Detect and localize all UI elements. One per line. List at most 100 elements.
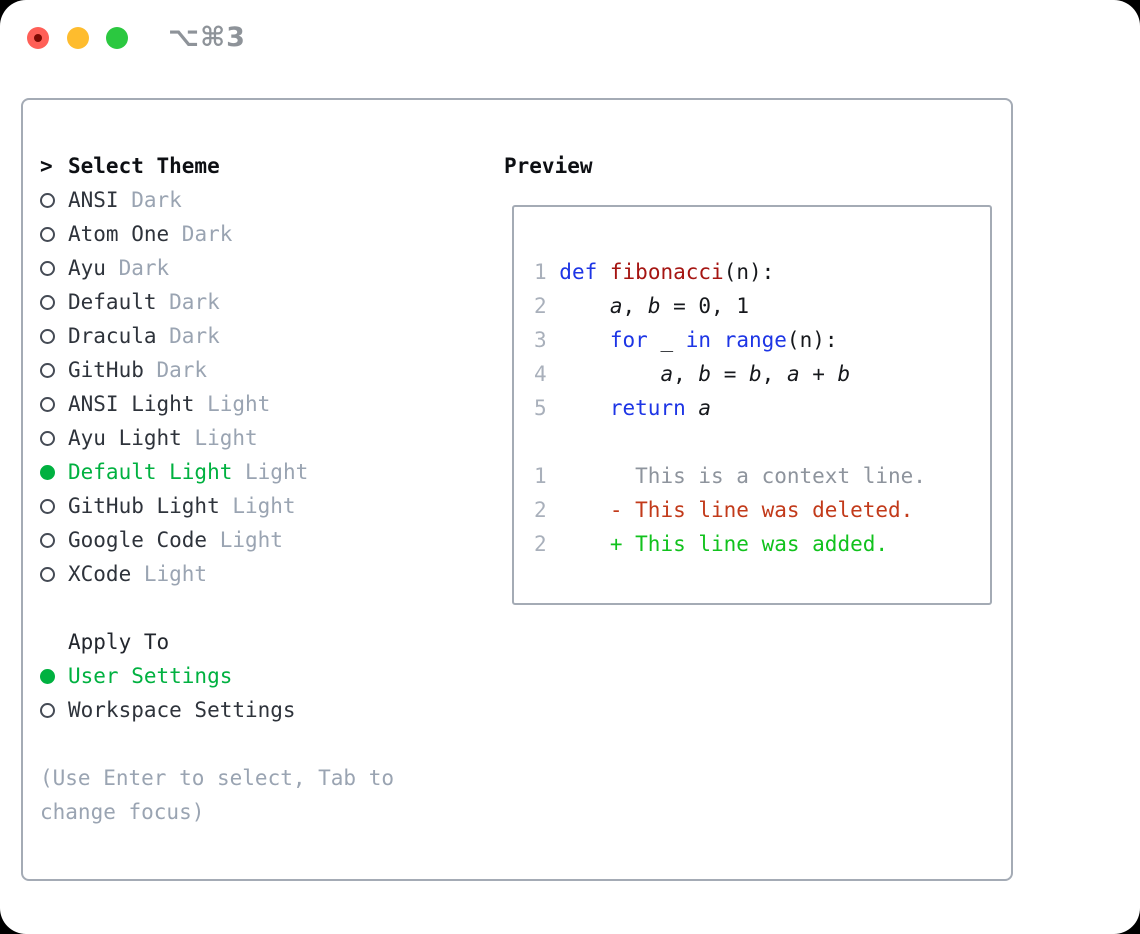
code-token: for [609,328,648,352]
theme-name: Default [68,290,157,314]
theme-option[interactable]: ANSI Light Light [40,387,394,421]
code-line: 3 for _ in range(n): [534,323,926,357]
diff-line: 2 + This line was added. [534,527,926,561]
code-token: a [698,396,712,420]
marker-column [40,260,68,276]
code-token: return [609,396,686,420]
code-token: (n): [786,328,838,352]
theme-variant: Dark [169,324,220,348]
code-token: - This line was deleted. [559,498,914,522]
theme-variant: Light [219,528,283,552]
code-token: , [761,362,787,386]
theme-name: ANSI [68,188,119,212]
code-line: 2 a, b = 0, 1 [534,289,926,323]
theme-option[interactable]: Ayu Light Light [40,421,394,455]
apply-option[interactable]: User Settings [40,659,394,693]
marker-column [40,430,68,446]
close-button[interactable] [27,27,49,49]
code-token: def [559,260,598,284]
radio-icon [40,362,55,378]
line-number: 2 [534,532,560,556]
line-number: 1 [534,260,560,284]
radio-selected-icon [40,668,55,684]
theme-variant: Light [207,392,271,416]
theme-name: Dracula [68,324,157,348]
theme-option[interactable]: GitHub Light Light [40,489,394,523]
theme-name: GitHub Light [68,494,220,518]
line-number: 5 [534,396,560,420]
code-token: fibonacci [609,260,724,284]
code-token: a [660,362,674,386]
diff-line: 2 - This line was deleted. [534,493,926,527]
theme-variant: Light [194,426,258,450]
marker-column [40,498,68,514]
theme-option[interactable]: GitHub Dark [40,353,394,387]
window-title: ⌥⌘3 [168,22,246,53]
line-number: 2 [534,294,560,318]
code-token [711,328,724,352]
titlebar: ⌥⌘3 [0,0,1140,76]
marker-column [40,668,68,684]
radio-icon [40,702,55,718]
diff-line: 1 This is a context line. [534,459,926,493]
blank-line [534,425,926,459]
theme-option[interactable]: Dracula Dark [40,319,394,353]
radio-icon [40,396,55,412]
radio-icon [40,260,55,276]
marker-column [40,294,68,310]
code-token: = 0, 1 [660,294,749,318]
code-token: (n): [723,260,775,284]
code-token: + [799,362,838,386]
marker-column [40,532,68,548]
theme-variant: Dark [169,290,220,314]
theme-list-title: Select Theme [68,154,220,178]
radio-icon [40,430,55,446]
theme-variant: Dark [156,358,208,382]
radio-icon [40,328,55,344]
line-number: 4 [534,362,560,386]
radio-icon [40,226,55,242]
radio-icon [40,532,55,548]
code-token [559,328,610,352]
code-token: a [609,294,623,318]
maximize-button[interactable] [106,27,128,49]
code-token [559,294,610,318]
theme-option[interactable]: Default Dark [40,285,394,319]
code-token: a [786,362,800,386]
theme-name: Ayu [68,256,106,280]
theme-name: ANSI Light [68,392,195,416]
theme-option[interactable]: XCode Light [40,557,394,591]
radio-icon [40,192,55,208]
line-number: 3 [534,328,560,352]
preview-title: Preview [504,154,593,178]
marker-column [40,464,68,480]
apply-option-label: User Settings [68,664,233,688]
apply-option[interactable]: Workspace Settings [40,693,394,727]
code-token: b [647,294,661,318]
theme-variant: Light [143,562,208,586]
code-token: in [685,328,712,352]
theme-name: Ayu Light [68,426,182,450]
theme-variant: Light [245,460,309,484]
theme-name: Atom One [68,222,170,246]
marker-column [40,192,68,208]
theme-option[interactable]: ANSI Dark [40,183,394,217]
theme-name: XCode [68,562,132,586]
minimize-button[interactable] [67,27,89,49]
apply-to-title: Apply To [68,630,170,654]
code-token: + This line was added. [559,532,889,556]
radio-icon [40,498,55,514]
code-line: 4 a, b = b, a + b [534,357,926,391]
theme-variant: Dark [131,188,182,212]
radio-selected-icon [40,464,55,480]
theme-name: GitHub [68,358,144,382]
code-token: b [698,362,712,386]
theme-variant: Light [232,494,296,518]
